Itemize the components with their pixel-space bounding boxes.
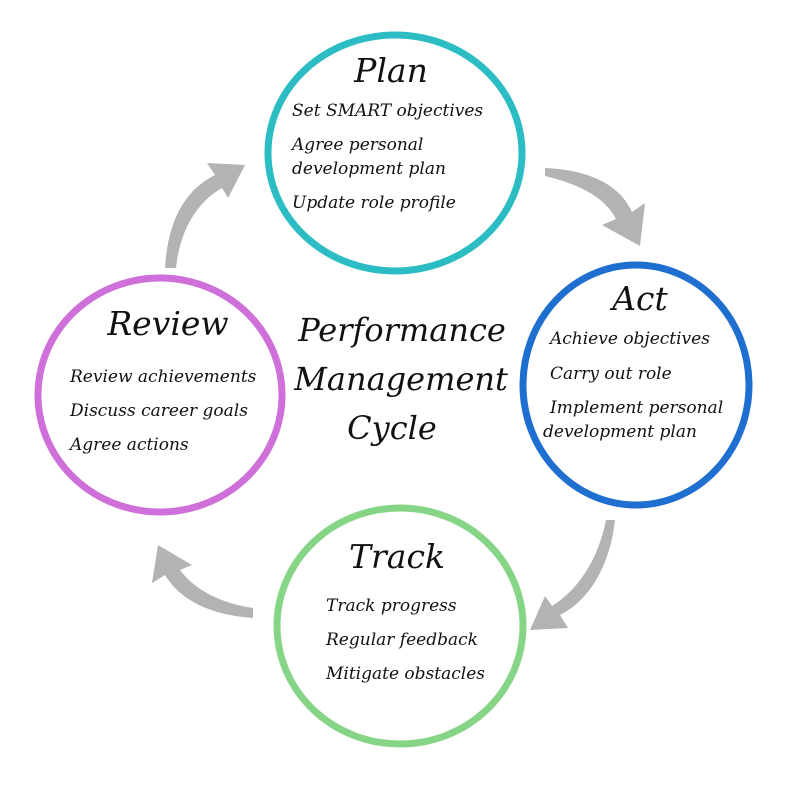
plan-item: Agree personal (290, 135, 423, 155)
plan-title: Plan (353, 51, 428, 90)
plan-item: development plan (292, 159, 446, 179)
act-ring (519, 261, 753, 509)
curved-arrow-icon (530, 520, 615, 630)
center-title: Performance Management Cycle (293, 311, 508, 447)
review-stage: Review Review achievements Discuss caree… (34, 274, 286, 516)
track-item: Regular feedback (325, 630, 478, 650)
plan-stage: Plan Set SMART objectives Agree personal… (264, 31, 526, 275)
track-ring (273, 504, 527, 748)
track-stage: Track Track progress Regular feedback Mi… (273, 504, 527, 748)
act-item: development plan (543, 422, 697, 442)
act-item: Carry out role (550, 364, 672, 384)
center-title-line: Management (293, 360, 508, 398)
review-title: Review (106, 304, 228, 343)
act-stage: Act Achieve objectives Carry out role Im… (519, 261, 753, 509)
curved-arrow-icon (545, 168, 645, 246)
plan-item: Update role profile (292, 193, 456, 213)
review-item: Agree actions (68, 435, 189, 455)
review-item: Discuss career goals (69, 401, 248, 421)
track-item: Track progress (326, 596, 457, 616)
track-title: Track (349, 537, 445, 576)
center-title-line: Cycle (347, 409, 437, 447)
plan-ring (264, 31, 526, 275)
track-item: Mitigate obstacles (325, 664, 485, 684)
act-item: Implement personal (549, 398, 723, 418)
review-item: Review achievements (69, 367, 257, 387)
act-item: Achieve objectives (548, 329, 710, 349)
review-ring (34, 274, 286, 516)
center-title-line: Performance (297, 311, 506, 349)
plan-item: Set SMART objectives (292, 101, 483, 121)
curved-arrow-icon (152, 545, 253, 618)
act-title: Act (609, 279, 668, 318)
curved-arrow-icon (165, 163, 245, 268)
